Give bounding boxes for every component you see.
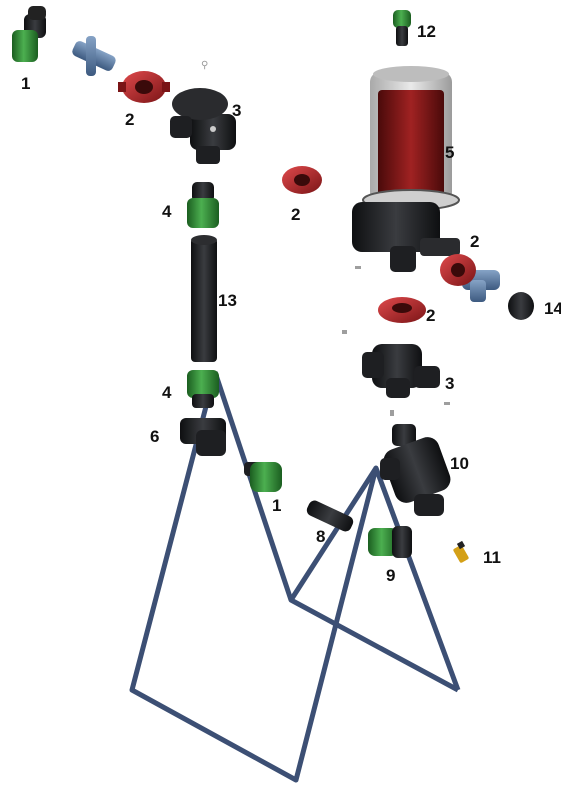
callout-9: 9 <box>386 566 395 585</box>
callout-14: 14 <box>544 299 561 318</box>
part-10-y-filter <box>380 424 451 516</box>
callout-1-middle: 1 <box>272 496 281 515</box>
part-5-disc-filter <box>352 66 460 272</box>
bolt-small: ⚲ <box>201 60 208 71</box>
callout-8: 8 <box>316 527 325 546</box>
callout-1-top: 1 <box>21 74 30 93</box>
callout-4-lower: 4 <box>162 383 172 402</box>
callout-10: 10 <box>450 454 469 473</box>
part-1-elbow-middle <box>244 462 282 492</box>
blue-tee-top <box>72 36 116 76</box>
part-2-clamp-d <box>378 297 426 323</box>
part-2-clamp-a <box>118 71 170 103</box>
callout-6: 6 <box>150 427 159 446</box>
part-4-adapter-upper <box>187 182 219 228</box>
part-12-top-fitting <box>393 10 411 46</box>
callout-13: 13 <box>218 291 237 310</box>
part-6-tee <box>180 418 226 456</box>
callout-2-right: 2 <box>470 232 479 251</box>
part-2-clamp-b <box>282 166 322 194</box>
part-2-clamp-c <box>440 254 500 302</box>
part-4-adapter-lower <box>187 370 219 408</box>
part-11-small-fitting <box>453 540 469 563</box>
callout-12: 12 <box>417 22 436 41</box>
part-8-short-pipe <box>306 500 354 532</box>
callout-2-middle: 2 <box>291 205 300 224</box>
callout-3-lower: 3 <box>445 374 454 393</box>
part-1-elbow-top <box>12 6 46 62</box>
part-3-valve-top <box>170 88 236 164</box>
callout-labels: 1 2 3 12 5 2 4 2 13 14 2 3 4 6 10 1 8 11… <box>21 22 561 585</box>
callout-5: 5 <box>445 143 454 162</box>
callout-2-lower: 2 <box>426 306 435 325</box>
part-14-end-cap <box>508 292 534 320</box>
part-9-elbow <box>368 526 412 558</box>
callout-11: 11 <box>483 548 501 567</box>
callout-3-top: 3 <box>232 101 241 120</box>
part-3-valve-lower <box>362 344 440 398</box>
stand-rear-rail <box>288 466 379 602</box>
callout-2-top-left: 2 <box>125 110 134 129</box>
callout-4-upper: 4 <box>162 202 172 221</box>
part-13-pipe <box>191 235 217 362</box>
small-screws <box>342 266 450 416</box>
